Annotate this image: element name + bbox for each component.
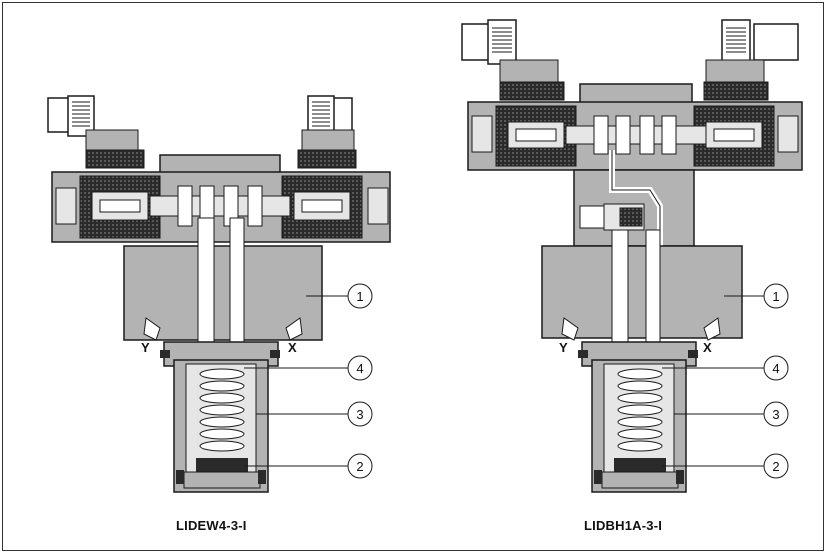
caption-right: LIDBH1A-3-I	[584, 518, 663, 533]
callout-1-right: 1	[772, 289, 779, 304]
connector-right-1	[461, 19, 559, 87]
callout-2-left: 2	[356, 459, 363, 474]
callout-2-right: 2	[772, 459, 779, 474]
callout-1-left: 1	[356, 289, 363, 304]
port-y-left: Y	[141, 340, 150, 355]
callout-4-right: 4	[772, 361, 779, 376]
port-x-right: X	[703, 340, 712, 355]
valve-left	[47, 95, 391, 493]
callout-4-left: 4	[356, 361, 363, 376]
port-y-right: Y	[559, 340, 568, 355]
connector-left-1	[47, 95, 139, 157]
port-x-left: X	[288, 340, 297, 355]
callout-3-left: 3	[356, 407, 363, 422]
callouts-right	[662, 283, 789, 479]
callout-3-right: 3	[772, 407, 779, 422]
caption-left: LIDEW4-3-I	[176, 518, 247, 533]
valve-right	[461, 19, 803, 493]
callouts-left	[244, 283, 373, 479]
connector-right-2	[705, 19, 799, 87]
connector-left-2	[301, 95, 355, 157]
